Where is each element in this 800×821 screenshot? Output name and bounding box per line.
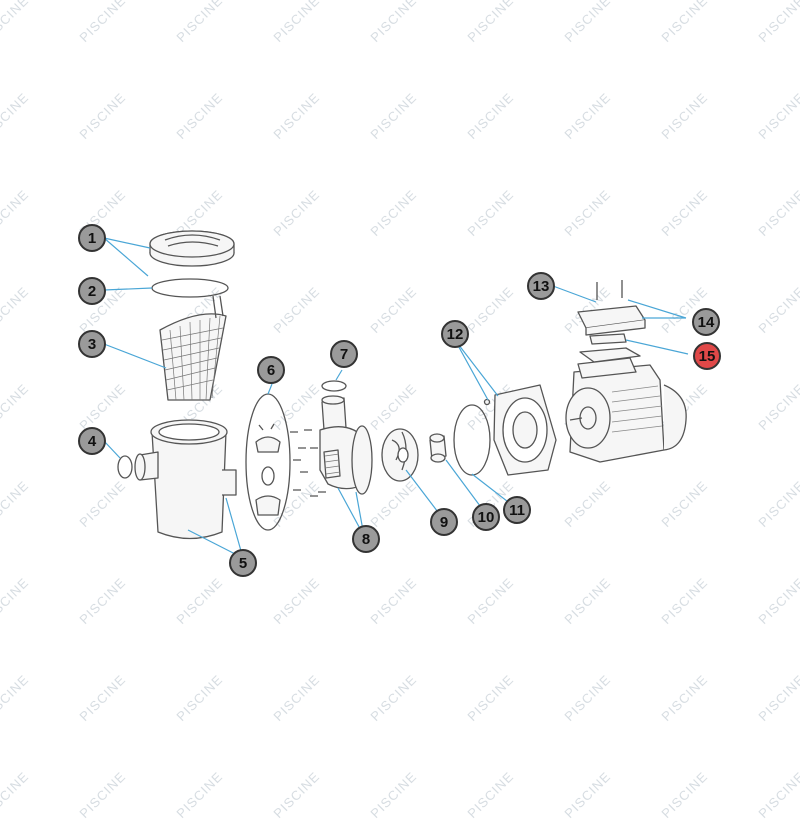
callout-2: 2: [78, 277, 106, 305]
part-terminal-board: [579, 333, 641, 363]
svg-text:5: 5: [239, 555, 247, 572]
svg-text:1: 1: [88, 230, 96, 247]
callout-7: 7: [330, 340, 358, 368]
svg-text:12: 12: [447, 326, 464, 343]
callout-4: 4: [78, 427, 106, 455]
svg-text:11: 11: [509, 502, 525, 519]
svg-text:6: 6: [267, 362, 275, 379]
svg-text:14: 14: [698, 314, 715, 331]
svg-text:3: 3: [88, 336, 96, 353]
callout-3: 3: [78, 330, 106, 358]
part-lid-oring: [151, 278, 229, 298]
callout-13: 13: [527, 272, 555, 300]
part-seal-plate: [483, 384, 557, 476]
svg-text:7: 7: [340, 346, 348, 363]
svg-text:8: 8: [362, 531, 370, 548]
svg-text:15: 15: [699, 348, 716, 365]
svg-text:13: 13: [533, 278, 550, 295]
callout-9: 9: [430, 508, 458, 536]
part-basket: [159, 295, 227, 401]
callout-12: 12: [441, 320, 469, 348]
part-impeller: [381, 428, 419, 482]
part-lid: [149, 230, 235, 267]
part-terminal-screws: [596, 280, 623, 300]
pump-exploded-diagram: 1 2 3 4 5 6 7 8 9 10 11 12 13 14 15: [78, 224, 721, 577]
callout-1: 1: [78, 224, 106, 252]
callout-15: 15: [693, 342, 721, 370]
callout-11: 11: [503, 496, 531, 524]
part-pump-body: [319, 395, 373, 495]
part-mechanical-seal: [429, 433, 447, 463]
callout-6: 6: [257, 356, 285, 384]
svg-text:10: 10: [478, 509, 495, 526]
part-screws: [290, 429, 326, 497]
part-strainer-housing: [134, 419, 237, 540]
part-diffuser-oring: [453, 404, 491, 476]
part-inlet-ring: [117, 455, 133, 479]
part-terminal-cover: [577, 305, 646, 336]
part-elbow-oring: [321, 380, 347, 392]
callout-10: 10: [472, 503, 500, 531]
callout-14: 14: [692, 308, 720, 336]
callout-8: 8: [352, 525, 380, 553]
part-bracket-kit: [245, 393, 291, 531]
callout-5: 5: [229, 549, 257, 577]
part-motor: [565, 357, 687, 463]
svg-text:9: 9: [440, 514, 448, 531]
svg-text:4: 4: [88, 433, 97, 450]
svg-text:2: 2: [88, 283, 96, 300]
